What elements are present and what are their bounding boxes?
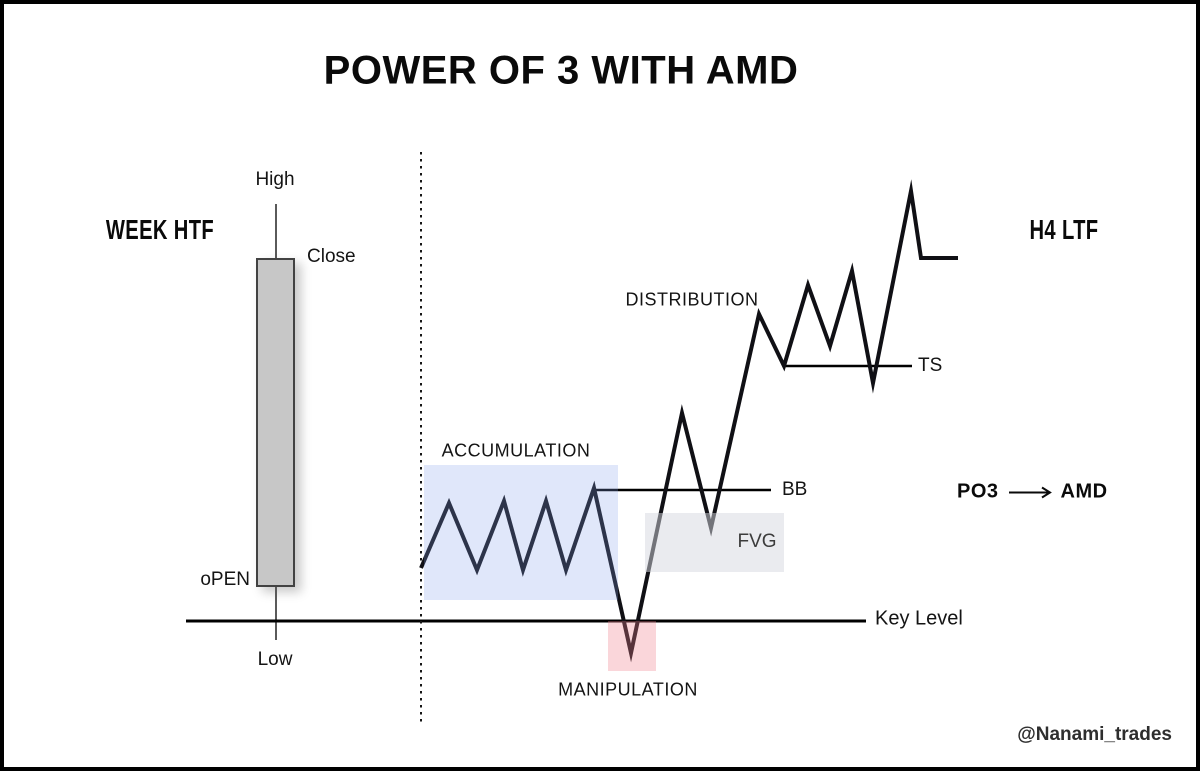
fvg-zone-box <box>645 513 784 572</box>
key-level-label: Key Level <box>875 607 963 630</box>
right-arrow-icon <box>1008 486 1052 498</box>
ltf-timeframe-label: H4 LTF <box>1029 214 1099 245</box>
price-diagram <box>186 152 958 724</box>
candle-open-label: oPEN <box>200 569 250 590</box>
accumulation-zone-box <box>424 465 618 600</box>
manipulation-label: MANIPULATION <box>558 679 698 700</box>
manipulation-zone-box <box>608 621 656 671</box>
candle-high-label: High <box>255 169 295 190</box>
candle-lower-wick <box>275 587 277 640</box>
ts-label: TS <box>918 355 943 376</box>
candle-low-label: Low <box>257 649 293 670</box>
htf-timeframe-label: WEEK HTF <box>105 214 215 245</box>
amd-label: AMD <box>1060 480 1108 503</box>
distribution-label: DISTRIBUTION <box>625 289 759 310</box>
candle-upper-wick <box>275 204 277 259</box>
credit-handle: @Nanami_trades <box>1017 724 1172 745</box>
candle-body <box>256 258 295 587</box>
accumulation-label: ACCUMULATION <box>441 440 591 461</box>
price-line <box>419 179 958 663</box>
po3-label: PO3 <box>957 480 999 503</box>
po3-amd-flow: PO3 AMD <box>957 481 1108 504</box>
page-title: POWER OF 3 WITH AMD <box>323 48 799 93</box>
fvg-label: FVG <box>737 531 777 552</box>
bb-label: BB <box>782 479 808 500</box>
candle-close-label: Close <box>307 246 356 267</box>
